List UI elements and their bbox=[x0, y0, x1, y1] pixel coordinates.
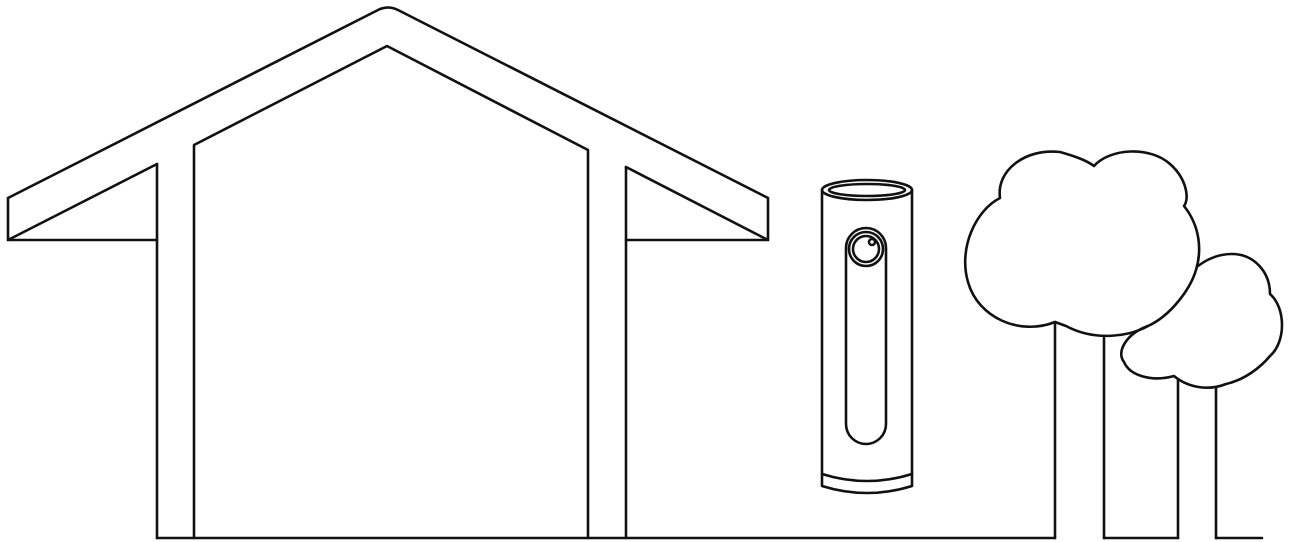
tree-large-canopy bbox=[963, 150, 1201, 338]
tree-small-trunk bbox=[1176, 378, 1218, 540]
camera-top-inner bbox=[827, 182, 907, 198]
house-roof-outline bbox=[6, 6, 770, 242]
house-wall-inner bbox=[192, 44, 590, 540]
tree-small-icon bbox=[1119, 252, 1284, 540]
tree-small-canopy bbox=[1119, 252, 1284, 389]
camera-body bbox=[820, 188, 914, 495]
camera-icon bbox=[820, 178, 914, 495]
camera-slot bbox=[844, 226, 888, 446]
camera-lens-dot bbox=[867, 237, 877, 247]
house-icon bbox=[6, 6, 770, 540]
camera-base-line bbox=[820, 472, 914, 483]
tree-icon bbox=[963, 150, 1201, 540]
camera-top-outer bbox=[820, 178, 914, 202]
camera-lens-outer bbox=[847, 230, 885, 268]
tree-large-trunk bbox=[1053, 320, 1106, 540]
camera-lens-inner bbox=[851, 234, 881, 264]
